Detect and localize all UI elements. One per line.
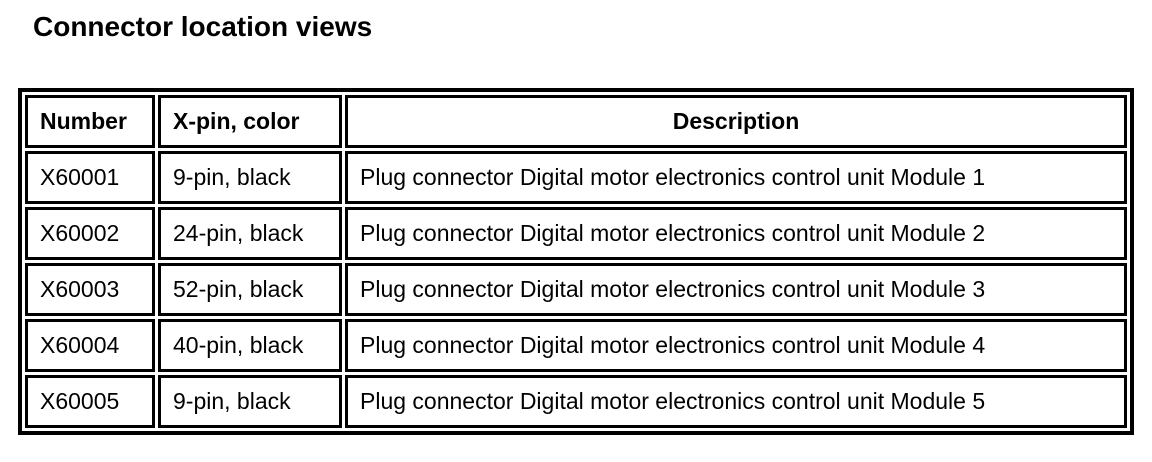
cell-description: Plug connector Digital motor electronics… [345,263,1127,316]
cell-number: X60005 [25,375,155,428]
page-title: Connector location views [33,11,373,42]
table-row: X60003 52-pin, black Plug connector Digi… [25,263,1127,316]
cell-pin-color: 9-pin, black [158,375,342,428]
table-row: X60002 24-pin, black Plug connector Digi… [25,207,1127,260]
header-number: Number [25,95,155,148]
cell-number: X60002 [25,207,155,260]
cell-pin-color: 9-pin, black [158,151,342,204]
connector-location-table: Number X-pin, color Description X60001 9… [18,88,1134,435]
cell-description: Plug connector Digital motor electronics… [345,319,1127,372]
cell-number: X60004 [25,319,155,372]
cell-description: Plug connector Digital motor electronics… [345,207,1127,260]
cell-pin-color: 52-pin, black [158,263,342,316]
cell-description: Plug connector Digital motor electronics… [345,375,1127,428]
cell-number: X60001 [25,151,155,204]
cell-number: X60003 [25,263,155,316]
header-description: Description [345,95,1127,148]
table-row: X60004 40-pin, black Plug connector Digi… [25,319,1127,372]
header-xpin-color: X-pin, color [158,95,342,148]
cell-description: Plug connector Digital motor electronics… [345,151,1127,204]
table-header-row: Number X-pin, color Description [25,95,1127,148]
cell-pin-color: 40-pin, black [158,319,342,372]
cell-pin-color: 24-pin, black [158,207,342,260]
table-row: X60005 9-pin, black Plug connector Digit… [25,375,1127,428]
table-row: X60001 9-pin, black Plug connector Digit… [25,151,1127,204]
